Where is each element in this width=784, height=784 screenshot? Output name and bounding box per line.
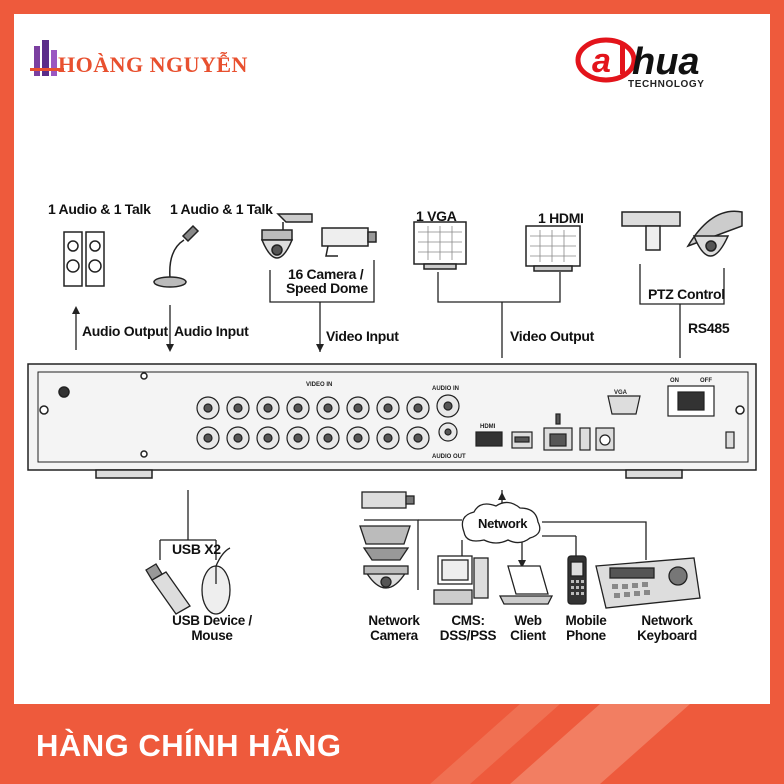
rs485-label: RS485 <box>688 320 730 336</box>
audio-output-label: Audio Output <box>82 323 168 339</box>
hdmi-label: 1 HDMI <box>538 210 584 226</box>
usb-device-label: USB Device / Mouse <box>164 613 260 643</box>
panel-audio-in-label: AUDIO IN <box>432 386 459 392</box>
mobile-phone-icon <box>567 555 587 605</box>
panel-on-label: ON <box>670 378 679 384</box>
brand-building-icon <box>30 40 64 76</box>
ptz-camera-icon <box>621 210 743 257</box>
network-keyboard-label: Network Keyboard <box>632 613 702 643</box>
ip-camera-icon <box>359 491 415 589</box>
usb-device-line1: USB Device / <box>172 613 252 628</box>
video-input-label: Video Input <box>326 328 399 344</box>
audio-ports <box>436 394 460 442</box>
keyboard-line2: Keyboard <box>637 628 697 643</box>
svg-text:hua: hua <box>632 41 700 83</box>
mouse-icon <box>201 547 231 615</box>
mobile-line2: Phone <box>566 628 606 643</box>
mobile-line1: Mobile <box>565 613 607 628</box>
panel-hdmi-label: HDMI <box>480 424 496 430</box>
web-line1: Web <box>514 613 542 628</box>
power-port <box>595 427 615 451</box>
footer-stripe <box>0 704 784 784</box>
usb-device-line2: Mouse <box>191 628 233 643</box>
camera-label-line2: Speed Dome <box>286 280 368 296</box>
web-client-label: Web Client <box>504 613 552 643</box>
microphone-icon <box>153 224 200 288</box>
network-camera-line1: Network <box>368 613 420 628</box>
svg-text:a: a <box>592 42 611 80</box>
web-line2: Client <box>510 628 546 643</box>
microphone-label: 1 Audio & 1 Talk <box>170 201 273 217</box>
keyboard-controller-icon <box>595 557 701 609</box>
vga-label: 1 VGA <box>416 208 457 224</box>
dahua-logo: a hua <box>575 37 700 83</box>
usb-x2-label: USB X2 <box>172 541 221 557</box>
keyboard-line1: Network <box>641 613 693 628</box>
network-camera-label: Network Camera <box>360 613 428 643</box>
computer-icon <box>433 555 489 605</box>
vga-port <box>607 395 641 415</box>
network-camera-line2: Camera <box>370 628 418 643</box>
panel-off-label: OFF <box>700 378 712 384</box>
ptz-label: PTZ Control <box>648 286 725 302</box>
cms-line1: CMS: <box>451 613 485 628</box>
cms-line2: DSS/PSS <box>439 628 497 643</box>
cloud-icon <box>461 501 541 544</box>
power-switch <box>667 385 735 449</box>
panel-audio-out-label: AUDIO OUT <box>432 454 466 460</box>
usb-stick-icon <box>145 563 191 615</box>
cms-label: CMS: DSS/PSS <box>430 613 506 643</box>
brand-name: HOÀNG NGUYỄN <box>58 52 248 77</box>
nvr-rear-panel <box>27 363 757 479</box>
lan-port <box>543 413 573 451</box>
panel-video-in-label: VIDEO IN <box>306 382 332 388</box>
speaker-icon <box>63 231 105 287</box>
usb-port <box>511 431 533 449</box>
video-in-bnc-ports <box>196 396 430 450</box>
box-camera-icon <box>321 227 377 257</box>
network-cloud-label: Network <box>478 516 528 531</box>
genuine-product-badge: HÀNG CHÍNH HÃNG <box>36 728 342 763</box>
mobile-phone-label: Mobile Phone <box>560 613 612 643</box>
hdmi-port <box>475 431 503 447</box>
panel-vga-label: VGA <box>614 390 628 396</box>
speaker-label: 1 Audio & 1 Talk <box>48 201 151 217</box>
camera-label-line1: 16 Camera / <box>288 266 364 282</box>
dahua-tagline: TECHNOLOGY <box>628 79 705 90</box>
laptop-icon <box>498 565 554 605</box>
hdmi-monitor-icon <box>525 225 581 272</box>
speed-dome-icon <box>260 213 313 259</box>
vga-monitor-icon <box>413 221 467 270</box>
audio-input-label: Audio Input <box>174 323 249 339</box>
alarm-port <box>579 427 591 451</box>
video-output-label: Video Output <box>510 328 595 344</box>
